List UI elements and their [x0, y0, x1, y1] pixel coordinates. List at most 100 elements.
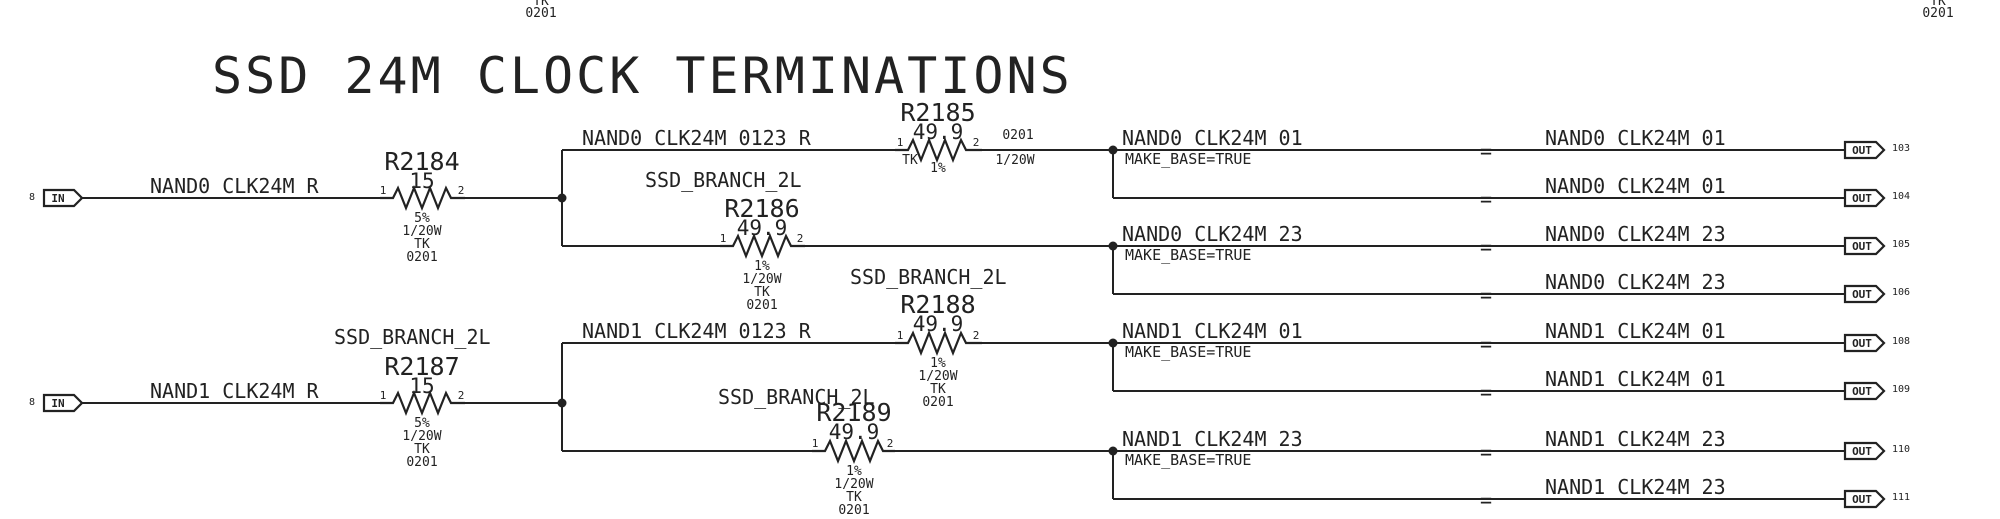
resistor-tolerance: 1% — [930, 356, 946, 371]
resistor-value: 49.9 — [913, 312, 964, 336]
output-port-label: OUT — [1852, 192, 1872, 205]
resistor-package: 0201 — [922, 395, 953, 410]
output-port[interactable]: OUT 108 — [1843, 333, 1910, 353]
equals-icon: = — [1480, 283, 1492, 307]
resistor-tolerance: 5% — [414, 211, 430, 226]
make-base-label: MAKE_BASE=TRUE — [1125, 451, 1251, 469]
resistor-power: 1/20W — [742, 272, 781, 287]
output-xref: 106 — [1892, 287, 1910, 298]
net-label-nand1-23: NAND1_CLK24M_23 — [1122, 427, 1303, 451]
resistor-package: 0201 — [1002, 128, 1033, 143]
resistor-power: 1/20W — [834, 477, 873, 492]
resistor-r2189[interactable]: R2189 49.9 1 2 1% 1/20W TK 0201 — [812, 398, 895, 518]
pin-number: 2 — [797, 232, 804, 245]
junction-dot — [1108, 241, 1118, 251]
input-port-label: IN — [51, 397, 64, 410]
top-fragment-right-1: TK — [1930, 0, 1946, 9]
output-port[interactable]: OUT 109 — [1843, 381, 1910, 401]
resistor-package: 0201 — [838, 503, 869, 518]
output-xref: 110 — [1892, 444, 1910, 455]
output-port[interactable]: OUT 105 — [1843, 236, 1910, 256]
input-port-nand0[interactable]: IN 8 — [29, 188, 84, 208]
input-port-nand1[interactable]: IN 8 — [29, 393, 84, 413]
resistor-value: 49.9 — [829, 420, 880, 444]
output-port-label: OUT — [1852, 385, 1872, 398]
resistor-ref: R2187 — [384, 352, 459, 381]
resistor-tk: TK — [414, 442, 430, 457]
resistor-value: 15 — [409, 374, 434, 398]
resistor-r2186[interactable]: R2186 49.9 1 2 1% 1/20W TK 0201 — [720, 194, 805, 313]
resistor-power: 1/20W — [918, 369, 957, 384]
resistor-r2184[interactable]: R2184 15 1 2 5% 1/20W TK 0201 — [380, 147, 465, 265]
resistor-value: 15 — [409, 169, 434, 193]
output-net-name: NAND1_CLK24M_23 — [1545, 475, 1726, 499]
resistor-r2185[interactable]: R2185 49.9 1 2 0201 1/20W TK 1% — [895, 98, 1035, 176]
junction-dot — [1108, 446, 1118, 456]
net-label-nand1-0123: NAND1_CLK24M_0123_R — [582, 319, 812, 343]
equals-icon: = — [1480, 488, 1492, 512]
top-fragment-left-1: TK — [533, 0, 549, 9]
input-xref: 8 — [29, 192, 35, 203]
resistor-tk: TK — [846, 490, 862, 505]
resistor-power: 1/20W — [995, 153, 1034, 168]
wires — [80, 149, 1845, 500]
branch-label-r2187: SSD_BRANCH_2L — [334, 325, 491, 349]
resistor-r2187[interactable]: R2187 15 1 2 5% 1/20W TK 0201 — [380, 352, 465, 470]
output-port-label: OUT — [1852, 445, 1872, 458]
equals-icon: = — [1480, 187, 1492, 211]
net-label-nand1-r: NAND1_CLK24M_R — [150, 379, 320, 403]
pin-number: 1 — [380, 389, 387, 402]
junction-dot — [1108, 338, 1118, 348]
output-port-label: OUT — [1852, 240, 1872, 253]
output-net-name: NAND1_CLK24M_01 — [1545, 367, 1726, 391]
output-net-name: NAND0_CLK24M_01 — [1545, 126, 1726, 150]
output-net-name: NAND0_CLK24M_23 — [1545, 222, 1726, 246]
output-port[interactable]: OUT 110 — [1843, 441, 1910, 461]
resistor-power: 1/20W — [402, 429, 441, 444]
junctions — [557, 145, 1118, 456]
pin-number: 1 — [812, 437, 819, 450]
resistor-value: 49.9 — [913, 120, 964, 144]
pin-number: 2 — [458, 184, 465, 197]
net-label-nand0-0123: NAND0_CLK24M_0123_R — [582, 126, 812, 150]
branch-label-r2189: SSD_BRANCH_2L — [718, 385, 875, 409]
resistor-tk: TK — [414, 237, 430, 252]
output-port[interactable]: OUT 103 — [1843, 140, 1910, 160]
output-port-label: OUT — [1852, 337, 1872, 350]
output-net-name: NAND0_CLK24M_23 — [1545, 270, 1726, 294]
output-xref: 105 — [1892, 239, 1910, 250]
make-base-label: MAKE_BASE=TRUE — [1125, 150, 1251, 168]
output-xref: 103 — [1892, 143, 1910, 154]
output-xref: 111 — [1892, 492, 1910, 503]
resistor-power: 1/20W — [402, 224, 441, 239]
output-xref: 104 — [1892, 191, 1910, 202]
resistor-value: 49.9 — [737, 216, 788, 240]
output-port[interactable]: OUT 111 — [1843, 489, 1910, 509]
resistor-ref: R2184 — [384, 147, 459, 176]
output-xref: 108 — [1892, 336, 1910, 347]
pin-number: 1 — [897, 136, 904, 149]
top-fragment-right-2: 0201 — [1922, 6, 1953, 21]
make-base-label: MAKE_BASE=TRUE — [1125, 343, 1251, 361]
output-port[interactable]: OUT 106 — [1843, 284, 1910, 304]
equals-icon: = — [1480, 380, 1492, 404]
pin-number: 2 — [973, 136, 980, 149]
junction-dot — [1108, 145, 1118, 155]
equals-icon: = — [1480, 440, 1492, 464]
branch-label-r2186: SSD_BRANCH_2L — [645, 168, 802, 192]
net-label-nand0-23: NAND0_CLK24M_23 — [1122, 222, 1303, 246]
output-net-name: NAND1_CLK24M_01 — [1545, 319, 1726, 343]
resistor-tk: TK — [930, 382, 946, 397]
equals-icon: = — [1480, 139, 1492, 163]
resistor-package: 0201 — [406, 250, 437, 265]
resistor-r2188[interactable]: R2188 49.9 1 2 1% 1/20W TK 0201 — [895, 290, 982, 410]
input-port-label: IN — [51, 192, 64, 205]
resistor-tk: TK — [754, 285, 770, 300]
make-base-label: MAKE_BASE=TRUE — [1125, 246, 1251, 264]
pin-number: 1 — [380, 184, 387, 197]
output-xref: 109 — [1892, 384, 1910, 395]
output-port[interactable]: OUT 104 — [1843, 188, 1910, 208]
resistor-tolerance: 1% — [846, 464, 862, 479]
pin-number: 1 — [720, 232, 727, 245]
pin-number: 2 — [973, 329, 980, 342]
